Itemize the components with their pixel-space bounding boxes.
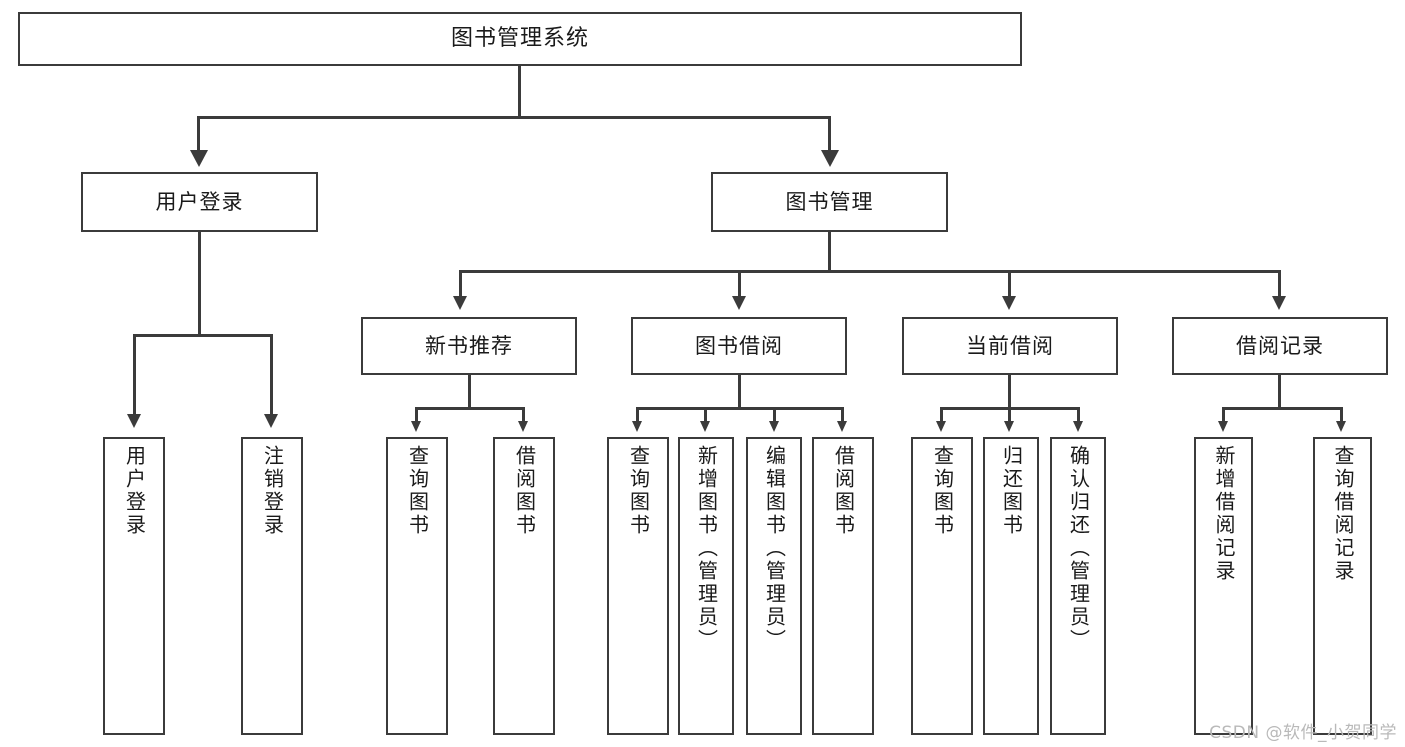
connector-to-book-borrow	[738, 270, 741, 298]
arrowhead-leaf-query-book-2	[632, 421, 642, 432]
connector-new-book-stem	[468, 375, 471, 409]
node-label: 用户登录	[155, 189, 244, 214]
leaf-user-login[interactable]: 用户登录	[103, 437, 165, 735]
connector-borrow-record-stem	[1278, 375, 1281, 409]
node-current-borrow[interactable]: 当前借阅	[902, 317, 1118, 375]
node-book-management[interactable]: 图书管理	[711, 172, 948, 232]
leaf-return-book[interactable]: 归还图书	[983, 437, 1039, 735]
connector-new-book-bar	[415, 407, 525, 410]
node-root-system[interactable]: 图书管理系统	[18, 12, 1022, 66]
node-label: 图书管理系统	[450, 26, 589, 52]
leaf-borrow-book-borrow[interactable]: 借阅图书	[812, 437, 874, 735]
node-user-login[interactable]: 用户登录	[81, 172, 318, 232]
node-label: 当前借阅	[966, 333, 1054, 358]
node-label: 确认归还（管理员）	[1066, 445, 1091, 652]
connector-book-borrow-to-leaf-4	[841, 407, 844, 423]
node-label: 图书管理	[785, 189, 874, 214]
leaf-borrow-book-new[interactable]: 借阅图书	[493, 437, 555, 735]
arrowhead-leaf-borrow-book-2	[837, 421, 847, 432]
node-label: 查询借阅记录	[1331, 445, 1355, 583]
node-label: 注销登录	[260, 445, 285, 537]
arrowhead-user-login	[190, 150, 208, 167]
node-label: 编辑图书（管理员）	[762, 445, 787, 652]
arrowhead-leaf-query-record	[1336, 421, 1346, 432]
connector-borrow-record-to-leaf-2	[1340, 407, 1343, 423]
arrowhead-leaf-add-record	[1218, 421, 1228, 432]
connector-root-bar	[197, 116, 831, 119]
node-label: 用户登录	[122, 445, 147, 537]
leaf-query-book-current[interactable]: 查询图书	[911, 437, 973, 735]
node-label: 新书推荐	[425, 333, 513, 358]
connector-book-borrow-to-leaf-3	[773, 407, 776, 423]
connector-current-borrow-stem	[1008, 375, 1011, 409]
connector-root-stem	[518, 66, 521, 118]
arrowhead-book-mgmt	[821, 150, 839, 167]
connector-root-to-book-mgmt	[828, 116, 831, 152]
connector-book-borrow-bar	[636, 407, 844, 410]
connector-to-new-book	[459, 270, 462, 298]
arrowhead-leaf-return-book	[1004, 421, 1014, 432]
node-label: 借阅图书	[512, 445, 537, 537]
connector-book-mgmt-stem	[828, 232, 831, 272]
node-label: 借阅图书	[831, 445, 856, 537]
arrowhead-leaf-logout	[264, 414, 278, 428]
connector-user-login-to-leaf-2	[270, 334, 273, 416]
connector-new-book-to-leaf-2	[522, 407, 525, 423]
arrowhead-new-book	[453, 296, 467, 310]
leaf-edit-book-admin[interactable]: 编辑图书（管理员）	[746, 437, 802, 735]
connector-borrow-record-to-leaf-1	[1222, 407, 1225, 423]
node-label: 查询图书	[930, 445, 955, 537]
node-label: 新增借阅记录	[1212, 445, 1236, 583]
arrowhead-book-borrow	[732, 296, 746, 310]
connector-user-login-to-leaf-1	[133, 334, 136, 416]
arrowhead-borrow-record	[1272, 296, 1286, 310]
connector-user-login-bar	[133, 334, 273, 337]
leaf-add-borrow-record[interactable]: 新增借阅记录	[1194, 437, 1253, 735]
connector-current-borrow-to-leaf-2	[1008, 407, 1011, 423]
leaf-query-book-borrow[interactable]: 查询图书	[607, 437, 669, 735]
node-new-book-recommend[interactable]: 新书推荐	[361, 317, 577, 375]
node-label: 查询图书	[405, 445, 430, 537]
connector-to-borrow-record	[1278, 270, 1281, 298]
connector-current-borrow-to-leaf-3	[1077, 407, 1080, 423]
connector-book-borrow-to-leaf-1	[636, 407, 639, 423]
connector-current-borrow-to-leaf-1	[940, 407, 943, 423]
connector-user-login-stem	[198, 232, 201, 336]
arrowhead-leaf-query-book-1	[411, 421, 421, 432]
leaf-query-borrow-record[interactable]: 查询借阅记录	[1313, 437, 1372, 735]
node-label: 图书借阅	[695, 333, 783, 358]
connector-book-borrow-to-leaf-2	[704, 407, 707, 423]
arrowhead-leaf-query-book-3	[936, 421, 946, 432]
arrowhead-leaf-user-login	[127, 414, 141, 428]
arrowhead-current-borrow	[1002, 296, 1016, 310]
connector-borrow-record-bar	[1222, 407, 1342, 410]
node-book-borrow[interactable]: 图书借阅	[631, 317, 847, 375]
leaf-logout[interactable]: 注销登录	[241, 437, 303, 735]
arrowhead-leaf-borrow-book-1	[518, 421, 528, 432]
node-borrow-record[interactable]: 借阅记录	[1172, 317, 1388, 375]
leaf-confirm-return-admin[interactable]: 确认归还（管理员）	[1050, 437, 1106, 735]
connector-book-borrow-stem	[738, 375, 741, 409]
arrowhead-leaf-add-book	[700, 421, 710, 432]
node-label: 查询图书	[626, 445, 651, 537]
leaf-query-book-new[interactable]: 查询图书	[386, 437, 448, 735]
connector-new-book-to-leaf-1	[415, 407, 418, 423]
connector-to-current-borrow	[1008, 270, 1011, 298]
node-label: 归还图书	[999, 445, 1024, 537]
node-label: 新增图书（管理员）	[694, 445, 719, 652]
arrowhead-leaf-edit-book	[769, 421, 779, 432]
arrowhead-leaf-confirm-return	[1073, 421, 1083, 432]
leaf-add-book-admin[interactable]: 新增图书（管理员）	[678, 437, 734, 735]
connector-book-mgmt-bar	[459, 270, 1281, 273]
node-label: 借阅记录	[1236, 333, 1324, 358]
connector-root-to-user-login	[197, 116, 200, 152]
